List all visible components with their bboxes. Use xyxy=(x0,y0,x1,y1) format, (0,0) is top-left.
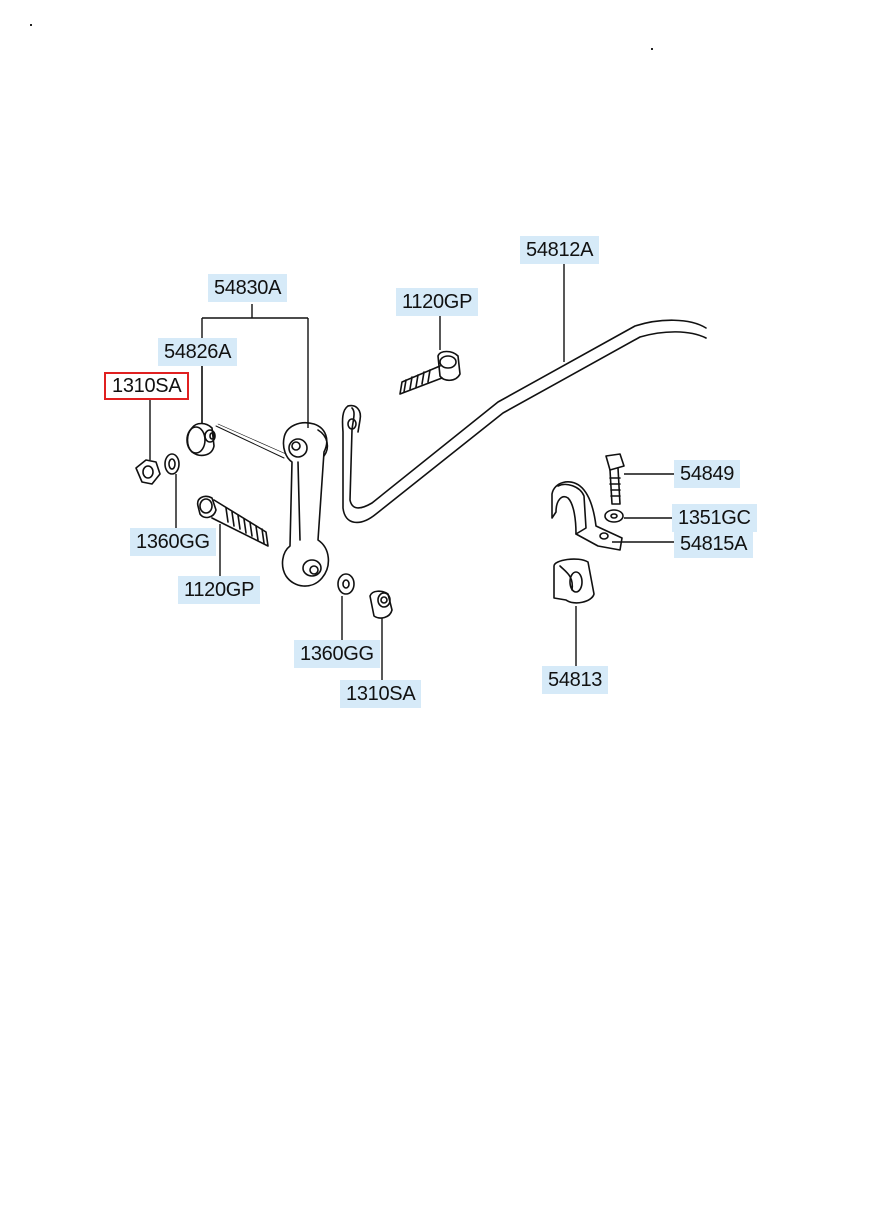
left-nut xyxy=(135,459,161,485)
bar-bracket xyxy=(551,481,623,551)
label-1360GG-bottom[interactable]: 1360GG xyxy=(294,640,380,668)
speck-top-right xyxy=(651,48,653,50)
label-1120GP-top[interactable]: 1120GP xyxy=(396,288,479,316)
link-bushing xyxy=(186,422,216,457)
label-1310SA-left-selected[interactable]: 1310SA xyxy=(104,372,190,400)
label-54813[interactable]: 54813 xyxy=(542,666,609,694)
label-1310SA-bottom[interactable]: 1310SA xyxy=(340,680,422,708)
label-1120GP-left[interactable]: 1120GP xyxy=(178,576,261,604)
bar-bushing xyxy=(553,558,595,604)
stabilizer-bar xyxy=(341,319,707,524)
bracket-washer xyxy=(604,509,624,523)
label-54812A[interactable]: 54812A xyxy=(520,236,600,264)
leader-lines xyxy=(149,262,676,680)
stabilizer-link xyxy=(281,422,330,587)
label-1351GC[interactable]: 1351GC xyxy=(672,504,757,532)
left-bolt xyxy=(196,495,269,547)
label-1360GG-left[interactable]: 1360GG xyxy=(130,528,216,556)
left-washer xyxy=(164,453,180,475)
bottom-washer xyxy=(337,573,355,595)
bracket-bolt xyxy=(605,453,625,505)
label-54830A[interactable]: 54830A xyxy=(208,274,288,302)
speck-top-left xyxy=(30,24,32,26)
label-54815A[interactable]: 54815A xyxy=(674,530,754,558)
label-54849[interactable]: 54849 xyxy=(674,460,741,488)
label-54826A[interactable]: 54826A xyxy=(158,338,238,366)
bottom-nut xyxy=(369,590,393,619)
top-bolt xyxy=(399,350,461,395)
